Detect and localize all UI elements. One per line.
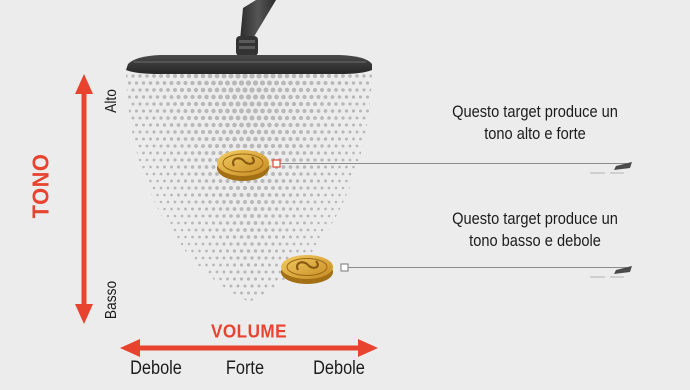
volume-arrow [120, 339, 378, 357]
caption-line: Questo target produce un [452, 102, 618, 121]
callout-line-high [272, 159, 632, 174]
coin-icon [281, 255, 333, 284]
tono-low-label: Basso [103, 280, 120, 320]
volume-strong-label: Forte [225, 358, 265, 379]
caption-line: tono alto e forte [484, 124, 586, 143]
volume-weak-right-label: Debole [313, 358, 365, 379]
caption-line: Questo target produce un [452, 209, 618, 228]
search-coil-icon [126, 0, 372, 74]
volume-weak-left-label: Debole [130, 358, 182, 379]
volume-axis-title: VOLUME [210, 321, 288, 342]
tono-axis-title: TONO [27, 153, 54, 219]
tono-high-label: Alto [103, 89, 120, 113]
detection-field [126, 73, 372, 302]
target-low-caption: Questo target produce un tono basso e de… [428, 208, 643, 252]
callout-line-low [340, 263, 632, 278]
caption-line: tono basso e debole [469, 231, 601, 250]
coin-icon [217, 150, 269, 181]
target-high-caption: Questo target produce un tono alto e for… [428, 101, 643, 145]
tono-arrow [75, 74, 93, 324]
